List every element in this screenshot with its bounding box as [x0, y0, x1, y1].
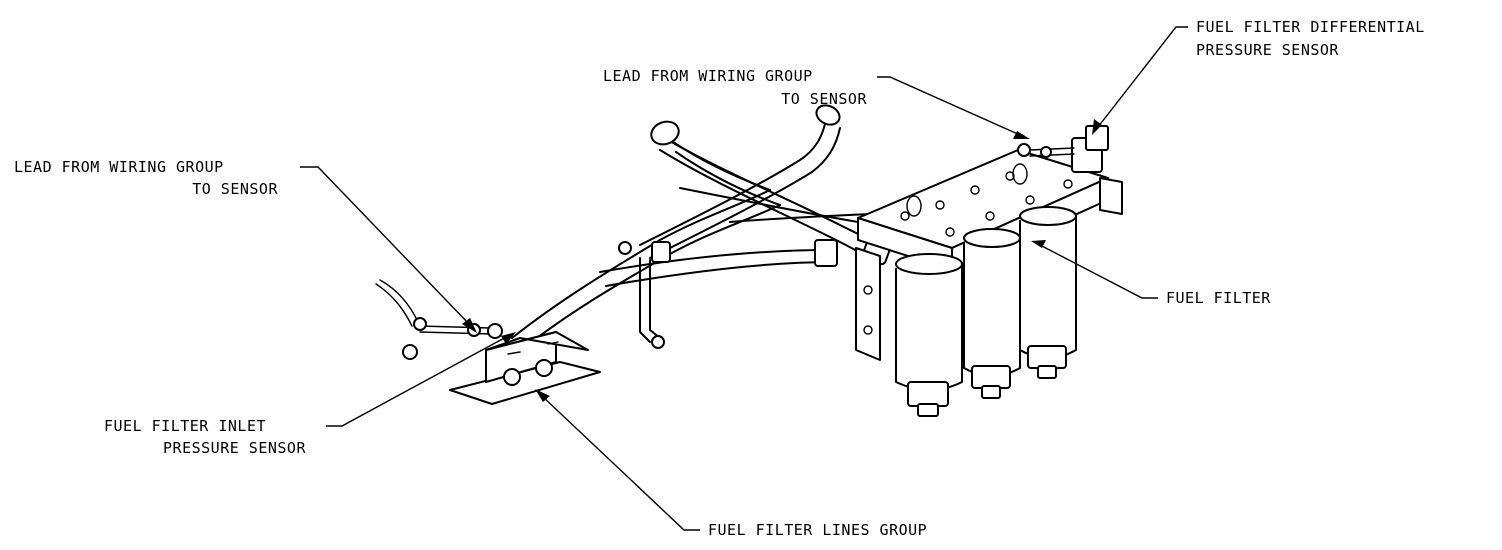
differential-sensor-label-line2: PRESSURE SENSOR: [1196, 41, 1339, 59]
inlet-sensor-label-line2: PRESSURE SENSOR: [163, 439, 306, 457]
inlet-sensor-label-line1: FUEL FILTER INLET: [104, 417, 266, 435]
lead-from-wiring-left-label-line2: TO SENSOR: [192, 180, 278, 198]
lead-from-wiring-left-label-line1: LEAD FROM WIRING GROUP: [14, 158, 224, 176]
lead-from-wiring-top-label-line1: LEAD FROM WIRING GROUP: [603, 67, 813, 85]
fuel-filter-label: FUEL FILTER: [1166, 289, 1271, 307]
fuel-lines-drawing: [375, 119, 881, 349]
leader-lines: [300, 26, 1188, 531]
lines-group-label: FUEL FILTER LINES GROUP: [708, 521, 927, 539]
mounting-bracket-drawing: [449, 331, 601, 405]
fittings-drawing: [402, 104, 895, 360]
lead-from-wiring-top-label-line2: TO SENSOR: [781, 90, 867, 108]
differential-sensor-label-line1: FUEL FILTER DIFFERENTIAL: [1196, 18, 1425, 36]
callout-labels: LEAD FROM WIRING GROUP TO SENSOR LEAD FR…: [14, 18, 1425, 539]
fuel-filter-drawing: [855, 125, 1123, 417]
